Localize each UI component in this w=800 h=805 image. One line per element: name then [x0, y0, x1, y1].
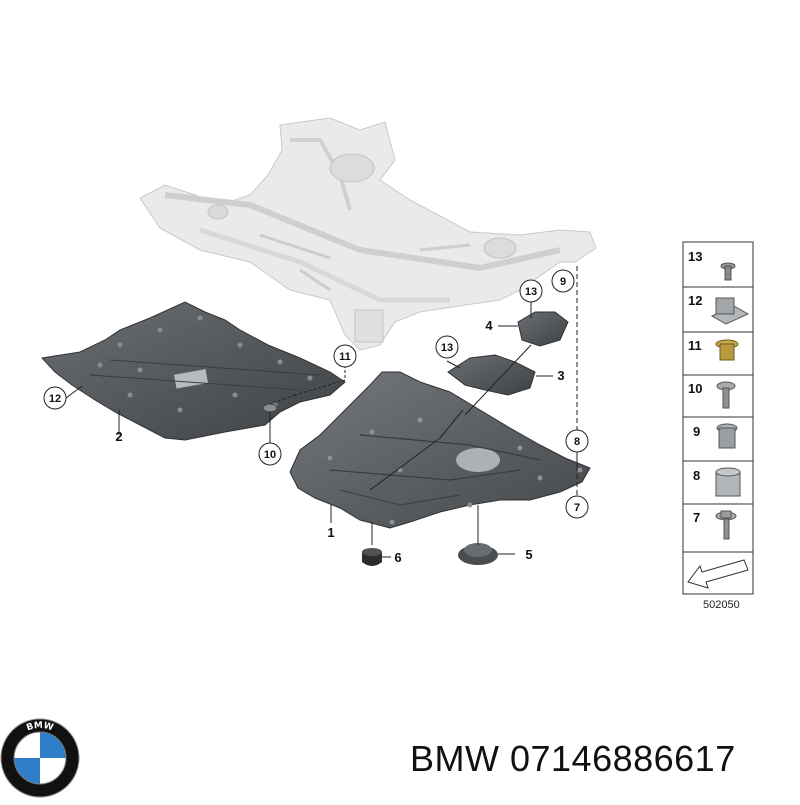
callout-2: 2 [115, 429, 122, 444]
leader-lines [65, 266, 578, 558]
svg-text:13: 13 [441, 342, 453, 354]
svg-text:1: 1 [327, 525, 334, 540]
svg-text:5: 5 [525, 547, 532, 562]
fastener-7-flange-bolt [715, 510, 737, 540]
svg-text:2: 2 [115, 429, 122, 444]
legend-label-8: 8 [693, 468, 700, 483]
fastener-8-spacer [715, 467, 741, 497]
svg-text:3: 3 [557, 368, 564, 383]
svg-text:12: 12 [49, 393, 61, 405]
svg-text:11: 11 [339, 351, 351, 363]
fastener-legend: 13 12 11 10 9 8 7 [682, 241, 754, 595]
svg-text:8: 8 [574, 436, 580, 448]
svg-text:13: 13 [525, 286, 537, 298]
front-subframe [139, 117, 597, 351]
callout-12: 12 [43, 386, 67, 410]
legend-label-11: 11 [688, 338, 702, 353]
callout-6: 6 [394, 550, 401, 565]
fastener-13-rivet [720, 262, 736, 281]
rubber-mount-part [362, 548, 382, 566]
bracket-part [517, 311, 569, 347]
cover-cap-part [458, 543, 498, 565]
svg-text:10: 10 [264, 449, 276, 461]
engine-compartment-shield [289, 371, 591, 529]
legend-label-9: 9 [693, 424, 700, 439]
svg-text:9: 9 [560, 276, 566, 288]
view-direction-arrow-icon [687, 559, 749, 589]
callout-4: 4 [485, 318, 493, 333]
callout-8: 8 [565, 429, 589, 453]
fastener-11-grommet [715, 339, 739, 361]
fastener-9-sleeve [716, 423, 738, 449]
callout-11: 11 [333, 344, 357, 368]
svg-text:6: 6 [394, 550, 401, 565]
fastener-10-detail [262, 403, 278, 413]
svg-text:7: 7 [574, 502, 580, 514]
callout-7: 7 [565, 495, 589, 519]
underbody-shield-front [40, 301, 346, 441]
legend-label-12: 12 [688, 293, 702, 308]
legend-label-10: 10 [688, 381, 702, 396]
callout-3: 3 [557, 368, 564, 383]
part-caption: BMW 07146886617 [410, 738, 736, 779]
legend-label-7: 7 [693, 510, 700, 525]
heat-shield-part [447, 354, 536, 396]
callout-10: 10 [258, 442, 282, 466]
fastener-12-clip-nut [710, 297, 750, 325]
fastener-10-screw [716, 381, 736, 409]
callout-13-top: 13 [519, 279, 543, 303]
callout-1: 1 [327, 525, 334, 540]
svg-text:4: 4 [485, 318, 493, 333]
legend-label-13: 13 [688, 249, 702, 264]
callout-5: 5 [525, 547, 532, 562]
callout-13-middle: 13 [435, 335, 459, 359]
diagram-code: 502050 [703, 599, 740, 611]
callout-9: 9 [551, 269, 575, 293]
brand-logo: BMW [0, 718, 80, 798]
